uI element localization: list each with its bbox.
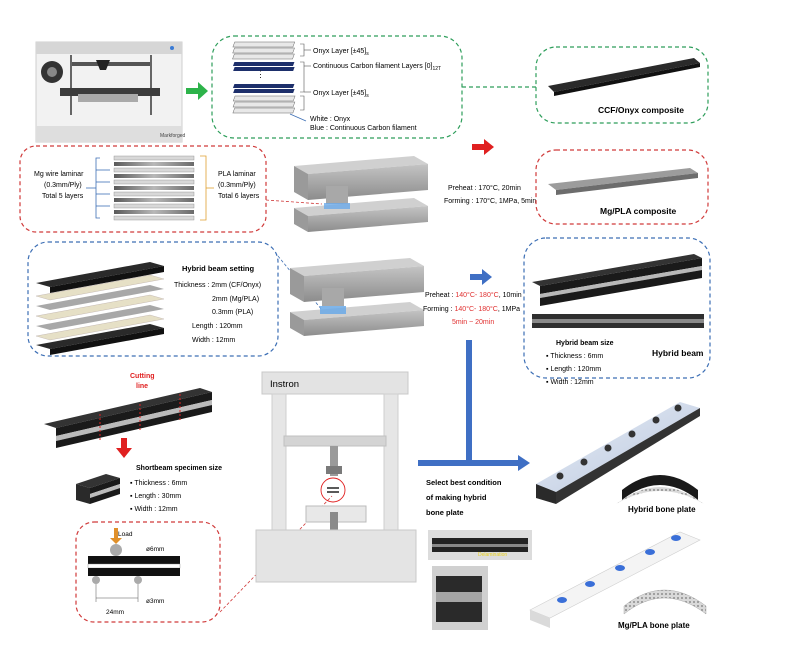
ccf-result-panel xyxy=(535,46,709,124)
red-down-arrow xyxy=(116,438,132,458)
hybrid-preheat: Preheat : 140°C- 180°C, 10min xyxy=(425,291,522,299)
hybrid-thickness: Thickness : 2mm (CF/Onyx) xyxy=(174,282,261,289)
ccf-beam xyxy=(548,58,700,92)
instron-machine xyxy=(255,371,417,583)
hybrid-beam-3d xyxy=(532,254,702,306)
hybrid-size-length: ▪ Length : 120mm xyxy=(546,366,601,373)
shortbeam-width: ▪ Width : 12mm xyxy=(130,506,178,513)
shortbeam-specimen xyxy=(76,474,120,504)
blue-pointer xyxy=(277,255,323,311)
legend-blue: Blue : Continuous Carbon filament xyxy=(310,125,417,132)
printer-brand: Markforged xyxy=(160,133,186,139)
pla-line1: PLA laminar xyxy=(218,171,256,178)
hybrid-time: 5min ~ 20min xyxy=(452,319,494,326)
cutting-line2: line xyxy=(136,383,148,390)
green-arrow xyxy=(186,82,208,100)
red-pointer xyxy=(265,199,323,205)
hybrid-size-thickness: ▪ Thickness : 6mm xyxy=(546,353,603,360)
instron-label: Instron xyxy=(270,379,299,390)
ccf-result-title: CCF/Onyx composite xyxy=(598,105,684,115)
legend-white: White : Onyx xyxy=(310,116,351,123)
blue-flow-arrow xyxy=(418,340,530,471)
hybrid-size-width: ▪ Width : 12mm xyxy=(546,379,594,386)
hybrid-plate-label: Hybrid bone plate xyxy=(628,505,696,514)
mgpla-plate-section xyxy=(623,589,707,615)
mg-line2: (0.3mm/Ply) xyxy=(44,182,82,189)
hybrid-plate-section xyxy=(616,475,704,504)
hybrid-length: Length : 120mm xyxy=(192,323,243,330)
select-line2: of making hybrid xyxy=(426,493,487,502)
load-label: Load xyxy=(118,531,133,538)
hybrid-width: Width : 12mm xyxy=(192,337,235,344)
test-fixture-panel xyxy=(75,521,221,623)
mg-line3: Total 5 layers xyxy=(42,193,84,200)
hybrid-beam-label: Hybrid beam xyxy=(652,348,704,358)
pla-bracket xyxy=(200,155,214,221)
mg-beam xyxy=(548,168,698,190)
hybrid-forming: Forming : 140°C- 180°C, 1MPa xyxy=(423,305,520,313)
mgpla-plate-label: Mg/PLA bone plate xyxy=(618,621,690,630)
onyx-top-label: Onyx Layer [±45]s xyxy=(313,48,369,57)
3d-printer: Markforged xyxy=(35,41,186,143)
onyx-bottom-label: Onyx Layer [±45]s xyxy=(313,90,369,99)
hybrid-size-title: Hybrid beam size xyxy=(556,340,614,347)
three-point-fixture xyxy=(87,528,181,602)
delamination-photo-2 xyxy=(432,566,488,630)
hybrid-exploded-stack xyxy=(35,262,165,355)
compression-mold-1 xyxy=(294,156,428,232)
shortbeam-length: ▪ Length : 30mm xyxy=(130,493,181,500)
ellipsis-dots: ⋮ xyxy=(256,69,265,79)
shortbeam-thickness: ▪ Thickness : 6mm xyxy=(130,480,187,487)
delamination-label: Delamination xyxy=(478,552,507,558)
hybrid-setting-title: Hybrid beam setting xyxy=(182,264,255,273)
hybrid-setting-panel xyxy=(27,241,279,357)
mg-layup-panel xyxy=(19,145,267,233)
pla-line2: (0.3mm/Ply) xyxy=(218,182,256,189)
hybrid-beam-cut xyxy=(44,388,212,448)
pla-line3: Total 6 layers xyxy=(218,193,260,200)
delamination-photo-1 xyxy=(428,530,532,560)
bottom-roller-dia: ø3mm xyxy=(146,598,164,605)
mg-forming: Forming : 170°C, 1MPa, 5min xyxy=(444,197,536,205)
legend-pointer xyxy=(289,113,307,122)
compression-mold-2 xyxy=(290,258,424,336)
red-arrow xyxy=(472,139,494,155)
span-label: 24mm xyxy=(106,609,124,616)
mg-pla-stack xyxy=(113,155,195,221)
cutting-line1: Cutting xyxy=(130,373,155,380)
ccf-layer-stack: ⋮ xyxy=(232,41,296,114)
hybrid-mgpla: 2mm (Mg/PLA) xyxy=(212,296,259,303)
mg-bracket xyxy=(86,157,110,219)
mg-result-panel xyxy=(535,149,709,225)
mg-result-title: Mg/PLA composite xyxy=(600,206,676,216)
mg-preheat: Preheat : 170°C, 20min xyxy=(448,184,521,192)
blue-arrow-right xyxy=(470,269,492,285)
top-roller-dia: ø6mm xyxy=(146,546,164,553)
mgpla-bone-plate-3d xyxy=(529,531,701,628)
hybrid-bone-plate-3d xyxy=(536,402,700,504)
shortbeam-title: Shortbeam specimen size xyxy=(136,465,222,472)
select-line1: Select best condition xyxy=(426,478,502,487)
carbon-label: Continuous Carbon filament Layers [0]12T xyxy=(313,63,441,72)
hybrid-result-panel xyxy=(523,237,711,379)
layup-brackets xyxy=(300,43,311,111)
hybrid-pla: 0.3mm (PLA) xyxy=(212,309,253,316)
select-line3: bone plate xyxy=(426,508,464,517)
mg-line1: Mg wire laminar xyxy=(34,171,84,178)
